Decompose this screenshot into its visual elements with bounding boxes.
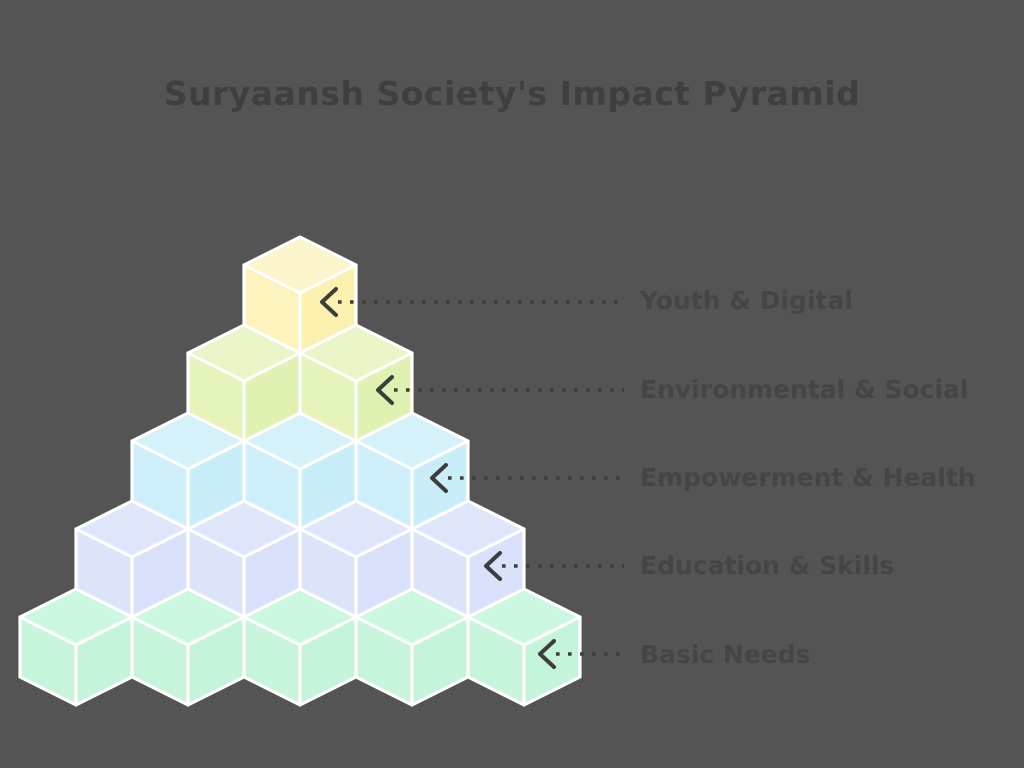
cubes-group: [18, 235, 582, 707]
tier-label-2: Empowerment & Health: [640, 463, 976, 492]
tier-label-4: Basic Needs: [640, 640, 811, 669]
connector-arrowhead-4: [538, 639, 556, 669]
connector-arrowhead-2: [430, 463, 448, 493]
tier-label-3: Education & Skills: [640, 551, 895, 580]
page-title: Suryaansh Society's Impact Pyramid: [163, 74, 861, 113]
connector-arrowhead-3: [484, 551, 502, 581]
cube-tier-0-0: [242, 235, 358, 355]
tier-label-1: Environmental & Social: [640, 375, 969, 404]
connectors-group: [320, 287, 624, 669]
tier-label-0: Youth & Digital: [640, 286, 853, 315]
connector-arrowhead-0: [320, 287, 338, 317]
cube-face-top: [242, 235, 358, 295]
connector-arrowhead-1: [376, 375, 394, 405]
cube-tier-2-0: [130, 411, 246, 531]
